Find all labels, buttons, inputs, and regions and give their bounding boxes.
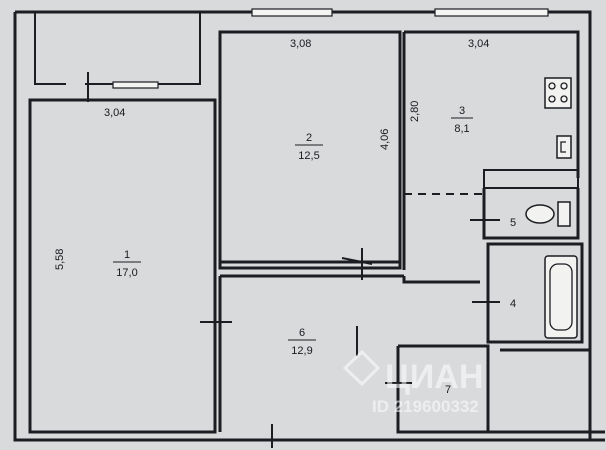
room-3-area: 8,1	[454, 123, 469, 135]
stove-icon	[544, 77, 572, 109]
window-room-2	[251, 8, 333, 17]
window-room-3	[434, 8, 549, 17]
toilet-icon	[525, 201, 571, 227]
room-3-label: 3 8,1	[451, 105, 473, 135]
room-1-area: 17,0	[116, 267, 137, 279]
room-2-number: 2	[306, 132, 312, 144]
sink-icon	[556, 135, 572, 159]
outer-wall	[13, 10, 605, 442]
cian-watermark: ЦИАН ID 219600332	[342, 349, 483, 416]
watermark-id: ID 219600332	[372, 397, 479, 416]
room-1-wall	[28, 98, 217, 434]
room-6-number: 6	[299, 327, 305, 339]
room-3-wall	[402, 30, 580, 270]
room-2-label: 2 12,5	[295, 132, 323, 162]
room-6-area: 12,9	[291, 345, 312, 357]
watermark-logo-icon	[342, 349, 381, 387]
dim-room3-width: 3,04	[468, 38, 489, 50]
dim-room3-height: 2,80	[409, 101, 421, 122]
room-2-area: 12,5	[298, 150, 319, 162]
door-room-2	[341, 257, 373, 265]
room-1-number: 1	[124, 249, 130, 261]
bathtub-icon	[544, 255, 578, 339]
room-7-wall	[396, 344, 605, 434]
dim-room2-height: 4,06	[379, 129, 391, 150]
dim-balcony-width: 3,04	[104, 107, 125, 119]
room-3-number: 3	[459, 105, 465, 117]
room-5-number: 5	[510, 217, 516, 229]
watermark-brand: ЦИАН	[385, 358, 483, 396]
room-2-wall	[218, 30, 402, 270]
room-1-label: 1 17,0	[113, 249, 141, 279]
balcony-window	[112, 81, 159, 89]
room-4-number: 4	[510, 298, 516, 310]
room-6-wall	[218, 274, 480, 432]
room-7-number: 7	[445, 384, 451, 396]
dim-room1-height: 5,58	[54, 249, 66, 270]
room-6-label: 6 12,9	[288, 327, 316, 357]
dim-room2-width: 3,08	[290, 38, 311, 50]
